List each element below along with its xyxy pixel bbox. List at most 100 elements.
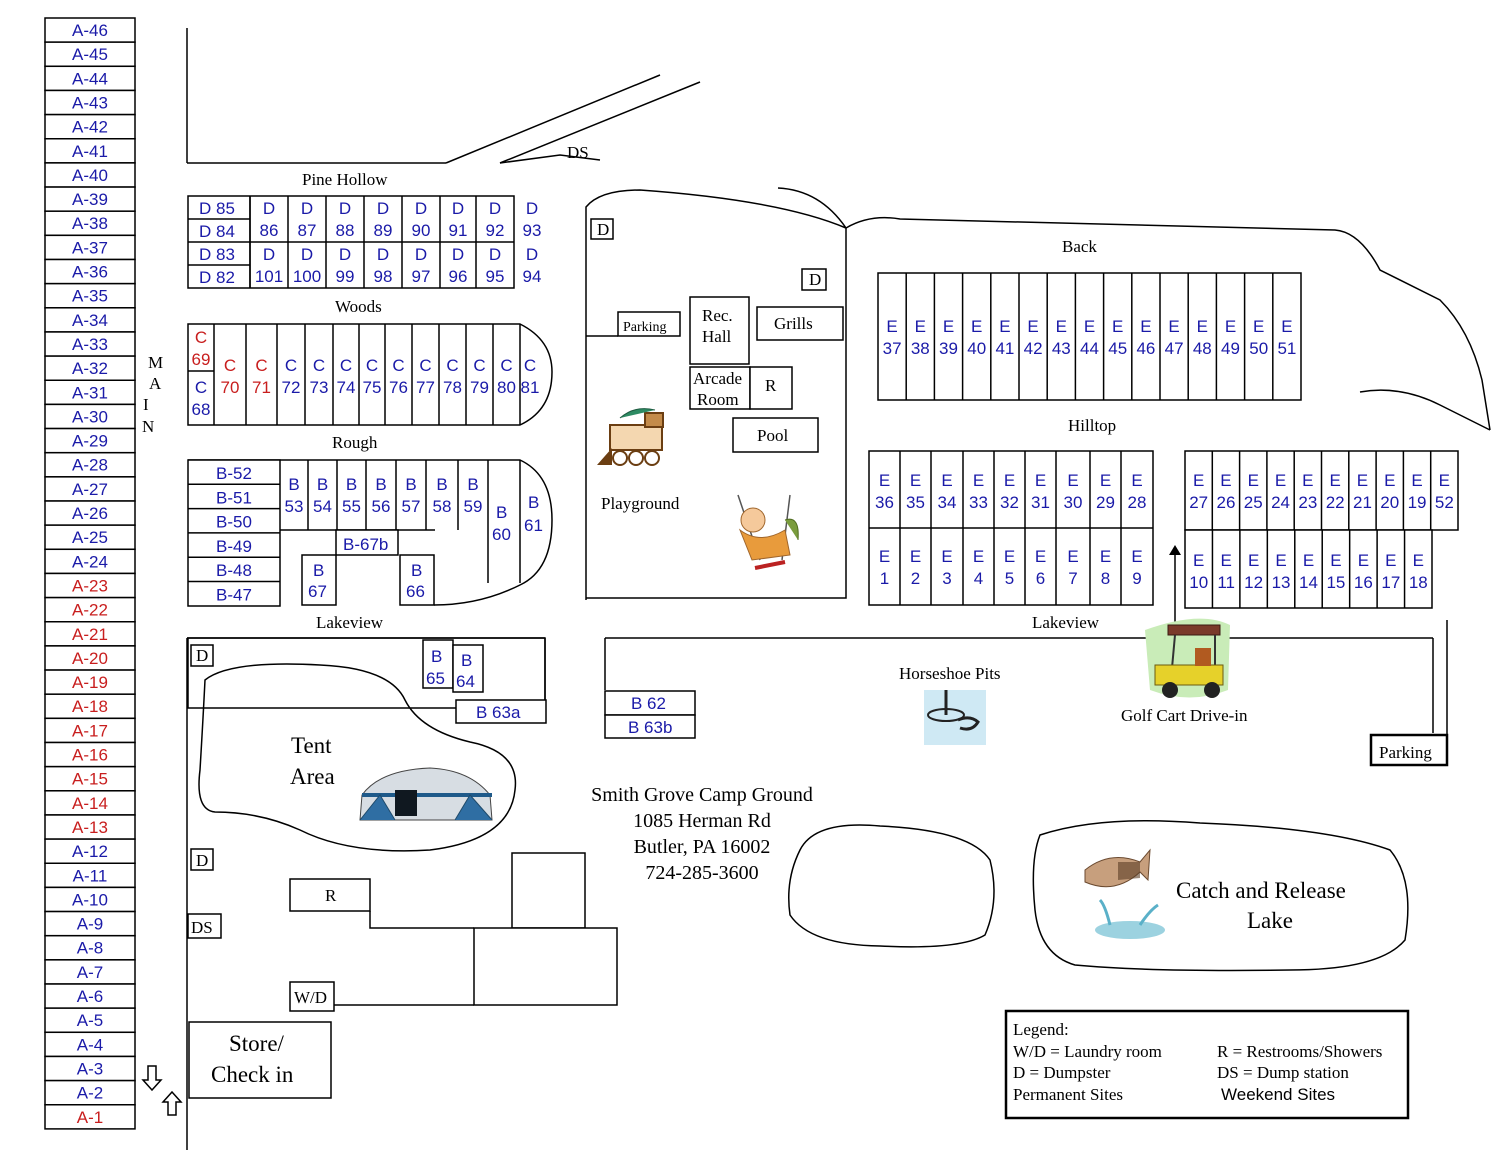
site-a-label[interactable]: A-17 bbox=[72, 721, 108, 740]
site-e-number[interactable]: 11 bbox=[1217, 573, 1235, 592]
site-e-number[interactable]: 52 bbox=[1435, 493, 1454, 512]
site-a-label[interactable]: A-41 bbox=[72, 142, 108, 161]
site-e-prefix[interactable]: E bbox=[1248, 551, 1259, 570]
site-a-label[interactable]: A-39 bbox=[72, 190, 108, 209]
site-d-prefix[interactable]: D bbox=[263, 245, 275, 264]
site-d-number[interactable]: 100 bbox=[293, 267, 321, 286]
site-d82[interactable]: D 82 bbox=[199, 268, 235, 287]
site-e-number[interactable]: 33 bbox=[969, 493, 988, 512]
site-e-number[interactable]: 39 bbox=[939, 339, 958, 358]
site-b-number[interactable]: 59 bbox=[464, 497, 483, 516]
site-e-number[interactable]: 47 bbox=[1165, 339, 1184, 358]
site-c-number[interactable]: 75 bbox=[363, 378, 382, 397]
site-a-label[interactable]: A-25 bbox=[72, 528, 108, 547]
site-e-prefix[interactable]: E bbox=[886, 317, 897, 336]
site-d83[interactable]: D 83 bbox=[199, 245, 235, 264]
site-e-prefix[interactable]: E bbox=[1067, 471, 1078, 490]
site-e-number[interactable]: 2 bbox=[911, 569, 920, 588]
site-a-label[interactable]: A-1 bbox=[77, 1108, 103, 1127]
site-e-prefix[interactable]: E bbox=[1112, 317, 1123, 336]
site-a-label[interactable]: A-38 bbox=[72, 214, 108, 233]
site-a-label[interactable]: A-32 bbox=[72, 359, 108, 378]
site-b67-b[interactable]: 67 bbox=[308, 582, 327, 601]
site-e-number[interactable]: 17 bbox=[1381, 573, 1400, 592]
site-d-prefix[interactable]: D bbox=[377, 245, 389, 264]
site-a-label[interactable]: A-20 bbox=[72, 649, 108, 668]
site-d-prefix[interactable]: D bbox=[339, 199, 351, 218]
site-c-number[interactable]: 70 bbox=[221, 378, 240, 397]
site-e-prefix[interactable]: E bbox=[1253, 317, 1264, 336]
site-c-prefix[interactable]: C bbox=[524, 356, 536, 375]
site-d-number[interactable]: 88 bbox=[336, 221, 355, 240]
site-b-prefix[interactable]: B bbox=[467, 475, 478, 494]
site-e-prefix[interactable]: E bbox=[1220, 471, 1231, 490]
site-a-label[interactable]: A-5 bbox=[77, 1011, 103, 1030]
site-d-number[interactable]: 97 bbox=[412, 267, 431, 286]
site-a-label[interactable]: A-34 bbox=[72, 311, 108, 330]
site-a-label[interactable]: A-33 bbox=[72, 335, 108, 354]
site-a-label[interactable]: A-23 bbox=[72, 576, 108, 595]
site-e-prefix[interactable]: E bbox=[941, 471, 952, 490]
site-e-prefix[interactable]: E bbox=[910, 471, 921, 490]
site-e-prefix[interactable]: E bbox=[1357, 471, 1368, 490]
site-c-prefix[interactable]: C bbox=[195, 378, 207, 397]
a-site-cell[interactable] bbox=[44, 572, 136, 599]
site-b-left[interactable]: B-47 bbox=[216, 586, 252, 605]
site-e-prefix[interactable]: E bbox=[1168, 317, 1179, 336]
site-d-prefix[interactable]: D bbox=[452, 245, 464, 264]
site-e-prefix[interactable]: E bbox=[1225, 317, 1236, 336]
site-e-prefix[interactable]: E bbox=[1067, 547, 1078, 566]
site-e-number[interactable]: 24 bbox=[1271, 493, 1290, 512]
site-e-prefix[interactable]: E bbox=[1330, 551, 1341, 570]
site-b-number[interactable]: 58 bbox=[433, 497, 452, 516]
site-c-number[interactable]: 73 bbox=[310, 378, 329, 397]
site-e-number[interactable]: 14 bbox=[1299, 573, 1318, 592]
site-d85[interactable]: D 85 bbox=[199, 199, 235, 218]
site-c-number[interactable]: 71 bbox=[252, 378, 271, 397]
site-d-prefix[interactable]: D bbox=[489, 245, 501, 264]
a-site-cell[interactable] bbox=[44, 862, 136, 889]
a-site-cell[interactable] bbox=[44, 693, 136, 720]
site-d-number[interactable]: 96 bbox=[449, 267, 468, 286]
site-a-label[interactable]: A-8 bbox=[77, 939, 103, 958]
site-e-prefix[interactable]: E bbox=[1275, 551, 1286, 570]
site-e-number[interactable]: 34 bbox=[938, 493, 957, 512]
site-a-label[interactable]: A-46 bbox=[72, 21, 108, 40]
a-site-cell[interactable] bbox=[44, 331, 136, 357]
site-a-label[interactable]: A-4 bbox=[77, 1035, 103, 1054]
site-a-label[interactable]: A-43 bbox=[72, 93, 108, 112]
site-a-label[interactable]: A-35 bbox=[72, 287, 108, 306]
site-e-prefix[interactable]: E bbox=[1100, 471, 1111, 490]
site-a-label[interactable]: A-45 bbox=[72, 45, 108, 64]
site-e-prefix[interactable]: E bbox=[1140, 317, 1151, 336]
site-c-prefix[interactable]: C bbox=[500, 356, 512, 375]
site-d-number[interactable]: 90 bbox=[412, 221, 431, 240]
site-e-prefix[interactable]: E bbox=[943, 317, 954, 336]
site-c-prefix[interactable]: C bbox=[224, 356, 236, 375]
site-d-number[interactable]: 94 bbox=[523, 267, 542, 286]
site-e-prefix[interactable]: E bbox=[1193, 471, 1204, 490]
site-d-prefix[interactable]: D bbox=[526, 245, 538, 264]
a-site-cell[interactable] bbox=[44, 451, 136, 478]
site-e-prefix[interactable]: E bbox=[1384, 471, 1395, 490]
site-e-prefix[interactable]: E bbox=[1275, 471, 1286, 490]
site-a-label[interactable]: A-21 bbox=[72, 625, 108, 644]
site-c-number[interactable]: 81 bbox=[521, 378, 540, 397]
site-e-number[interactable]: 35 bbox=[906, 493, 925, 512]
site-b60-a[interactable]: B bbox=[496, 503, 507, 522]
site-b-number[interactable]: 53 bbox=[285, 497, 304, 516]
site-e-prefix[interactable]: E bbox=[879, 547, 890, 566]
site-e-number[interactable]: 18 bbox=[1409, 573, 1428, 592]
site-a-label[interactable]: A-16 bbox=[72, 746, 108, 765]
site-b-left[interactable]: B-48 bbox=[216, 561, 252, 580]
site-e-number[interactable]: 48 bbox=[1193, 339, 1212, 358]
site-b-prefix[interactable]: B bbox=[375, 475, 386, 494]
site-c-prefix[interactable]: C bbox=[392, 356, 404, 375]
a-site-cell[interactable] bbox=[44, 379, 136, 406]
site-e-number[interactable]: 42 bbox=[1024, 339, 1043, 358]
site-c-prefix[interactable]: C bbox=[255, 356, 267, 375]
site-e-number[interactable]: 37 bbox=[883, 339, 902, 358]
site-e-prefix[interactable]: E bbox=[1100, 547, 1111, 566]
site-d-number[interactable]: 101 bbox=[255, 267, 283, 286]
a-site-cell[interactable] bbox=[44, 934, 136, 961]
